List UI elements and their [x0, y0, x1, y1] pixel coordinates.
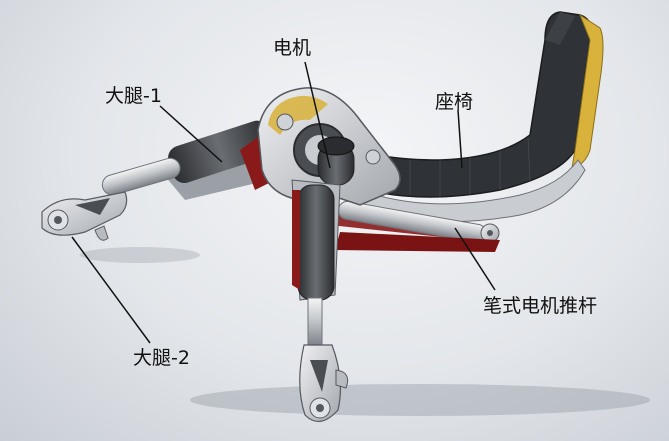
leader-seat	[457, 109, 463, 169]
motor	[317, 136, 355, 186]
label-seat: 座椅	[435, 91, 474, 113]
leader-thigh2	[71, 236, 151, 344]
leader-motor	[304, 61, 331, 169]
leader-pen-actuator	[454, 227, 496, 291]
thigh-2	[41, 191, 128, 241]
ankle-link	[299, 344, 349, 422]
label-pen-actuator: 笔式电机推杆	[483, 295, 598, 317]
pen-actuator	[330, 200, 500, 243]
leader-thigh1	[159, 105, 223, 163]
label-motor: 电机	[273, 37, 312, 59]
label-thigh-1: 大腿-1	[105, 85, 162, 107]
red-link	[335, 232, 500, 252]
floor-shadow	[80, 247, 650, 416]
shank	[291, 179, 341, 347]
label-thigh-2: 大腿-2	[133, 347, 190, 369]
leader-lines	[71, 61, 496, 344]
